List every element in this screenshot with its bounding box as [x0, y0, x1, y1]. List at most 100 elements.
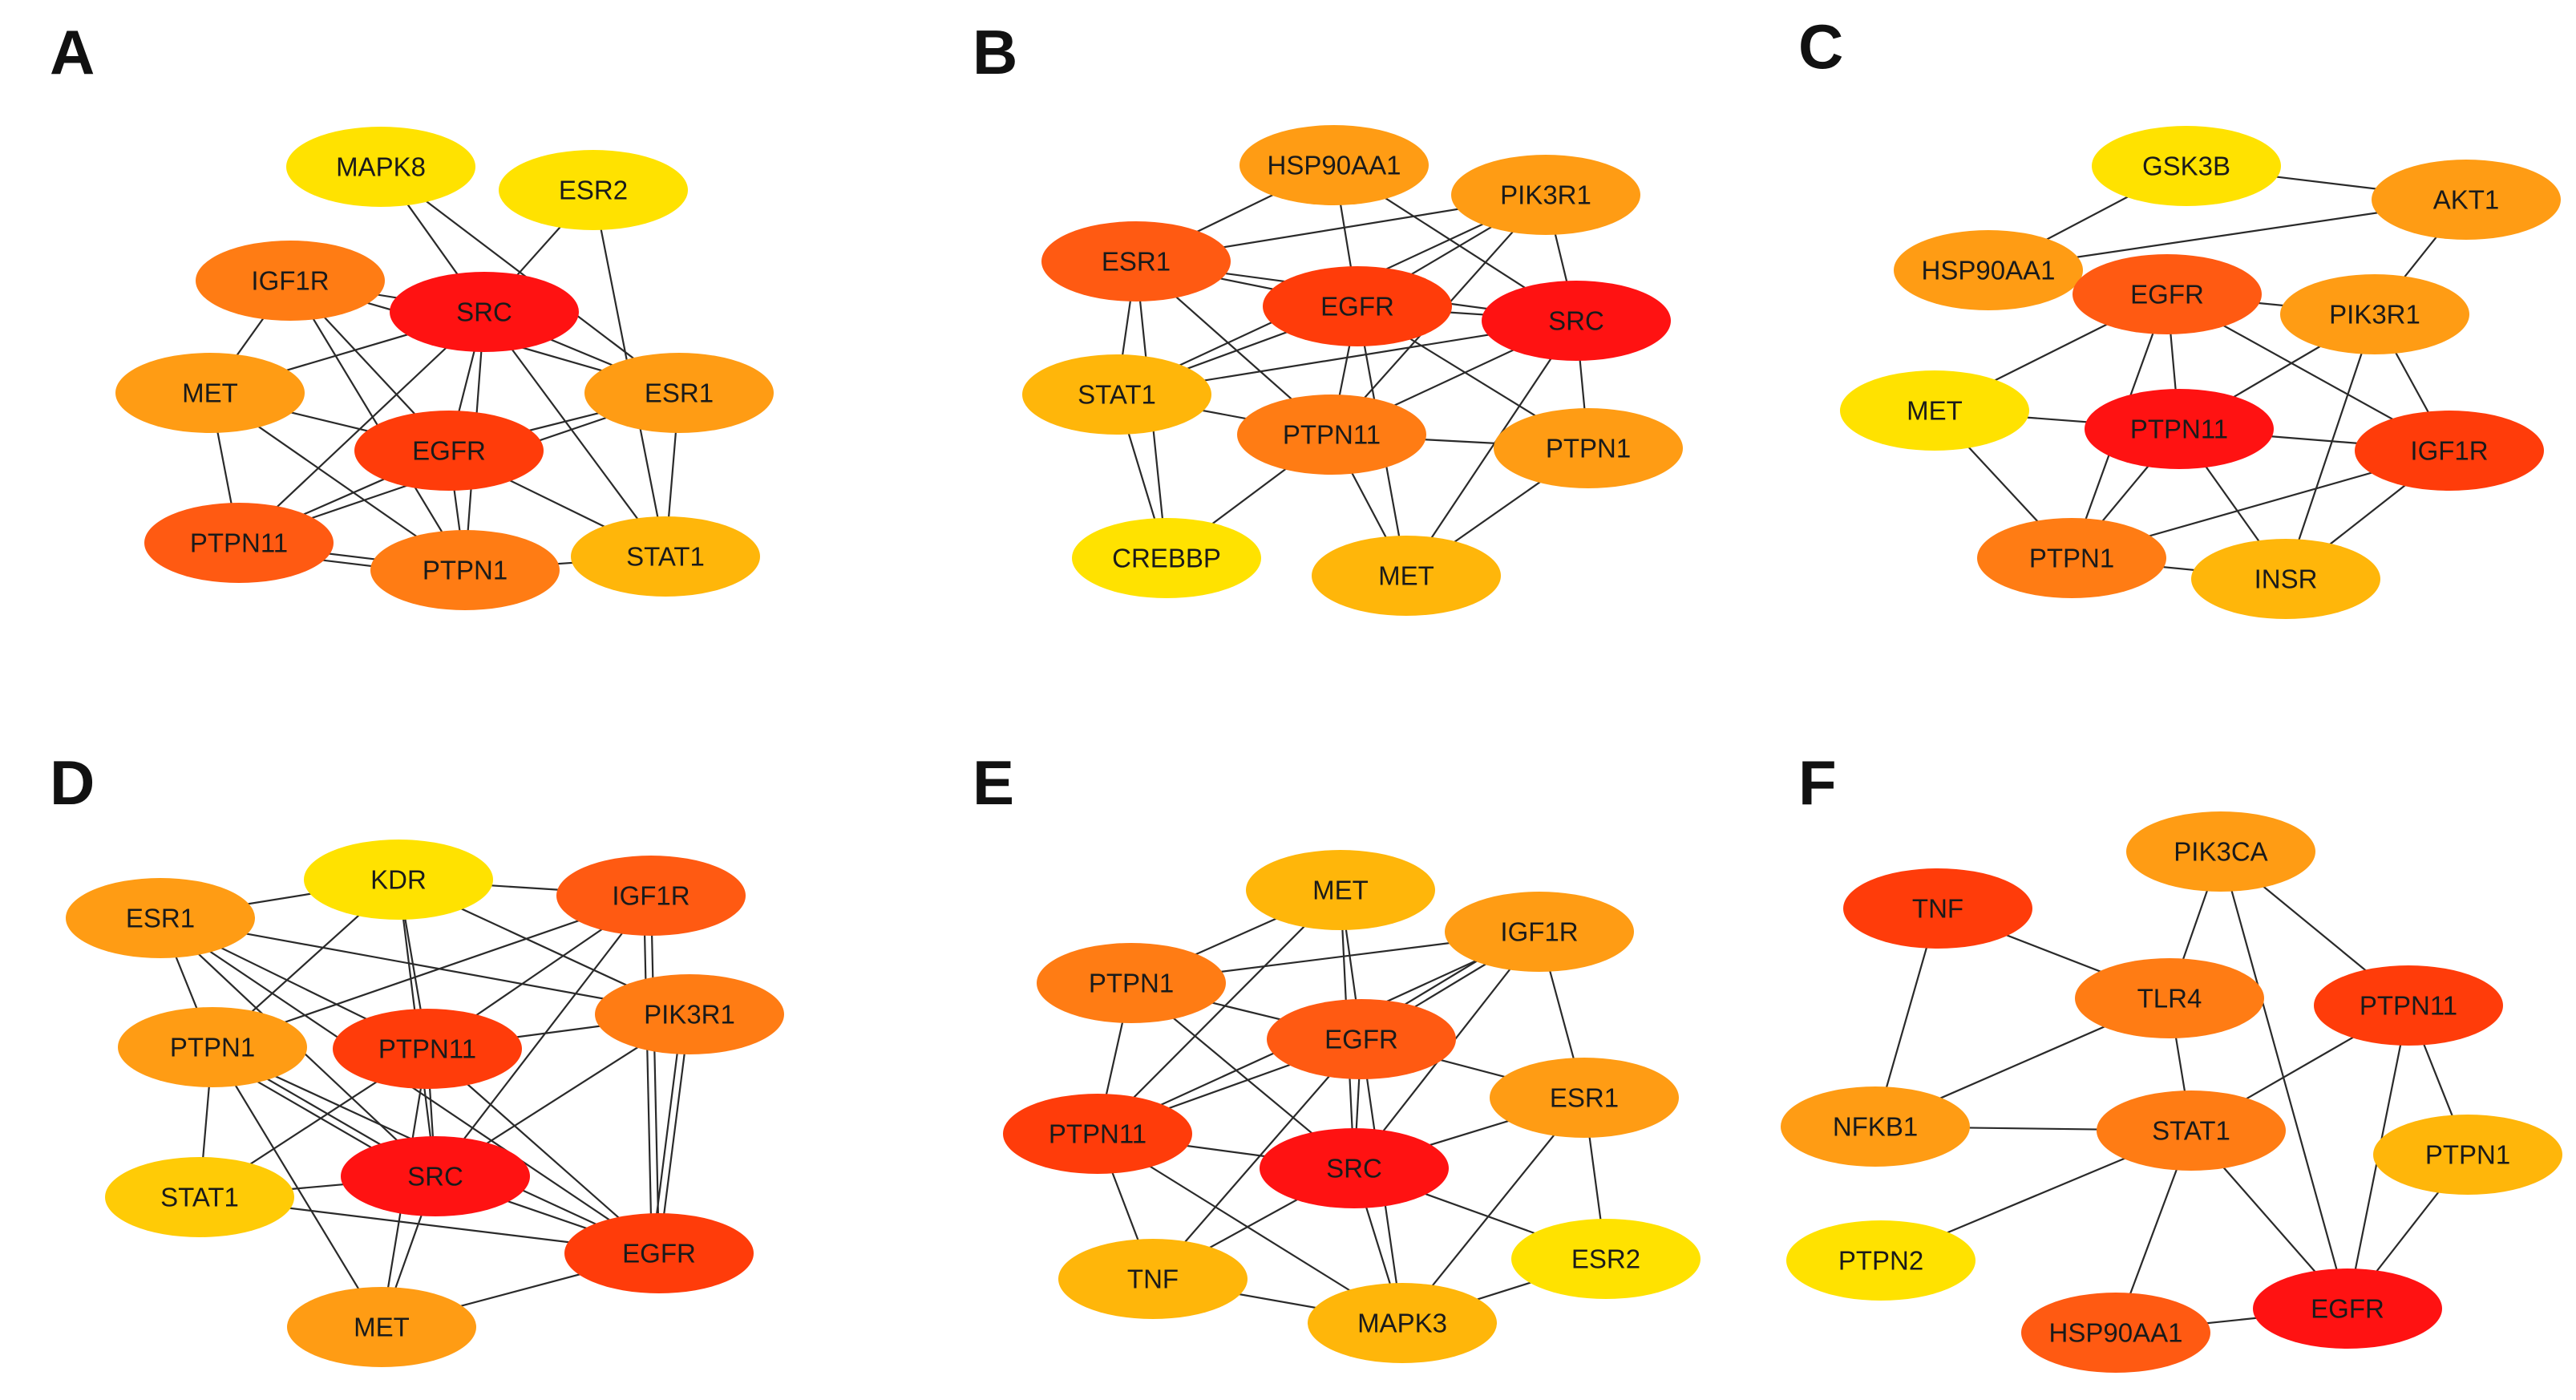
node-ellipse	[564, 1213, 754, 1293]
node-label: EGFR	[2130, 280, 2204, 310]
node-ptpn1: PTPN1	[118, 1007, 307, 1087]
node-akt1: AKT1	[2372, 160, 2561, 240]
node-label: SRC	[407, 1162, 463, 1192]
node-label: HSP90AA1	[1922, 256, 2056, 285]
node-ellipse	[2085, 389, 2274, 469]
node-label: STAT1	[160, 1183, 239, 1212]
node-pik3r1: PIK3R1	[595, 974, 784, 1054]
node-esr2: ESR2	[499, 150, 688, 230]
node-ellipse	[1003, 1094, 1192, 1174]
node-egfr: EGFR	[564, 1213, 754, 1293]
node-ellipse	[1308, 1283, 1497, 1363]
node-crebbp: CREBBP	[1072, 518, 1261, 598]
node-ellipse	[571, 516, 760, 597]
node-label: PTPN1	[1089, 969, 1174, 998]
node-label: PTPN11	[1283, 420, 1381, 450]
node-ellipse	[1843, 868, 2032, 949]
node-ellipse	[584, 353, 774, 433]
node-met: MET	[115, 353, 305, 433]
node-label: TNF	[1127, 1264, 1179, 1294]
node-ellipse	[1977, 518, 2166, 598]
node-ellipse	[2280, 274, 2469, 354]
node-igf1r: IGF1R	[556, 856, 746, 936]
node-ellipse	[1037, 943, 1226, 1023]
node-label: PTPN1	[2425, 1140, 2510, 1170]
node-src: SRC	[1482, 281, 1671, 361]
node-ellipse	[2073, 254, 2262, 334]
node-hsp90aa1: HSP90AA1	[2021, 1293, 2210, 1373]
node-label: EGFR	[1320, 292, 1394, 322]
node-ellipse	[1263, 266, 1452, 346]
node-stat1: STAT1	[105, 1157, 294, 1237]
node-ellipse	[1058, 1239, 1248, 1319]
node-stat1: STAT1	[571, 516, 760, 597]
node-label: CREBBP	[1112, 544, 1221, 573]
node-ellipse	[1494, 408, 1683, 488]
node-ellipse	[2021, 1293, 2210, 1373]
node-ellipse	[1482, 281, 1671, 361]
node-ellipse	[1312, 536, 1501, 616]
node-label: ESR2	[559, 176, 628, 205]
node-kdr: KDR	[304, 840, 493, 920]
node-egfr: EGFR	[1267, 999, 1456, 1079]
edge-src-stat1	[483, 311, 666, 557]
node-label: PTPN1	[1546, 434, 1631, 463]
edge-igf1r-egfr	[642, 896, 653, 1254]
node-ellipse	[1445, 892, 1634, 972]
node-esr1: ESR1	[1490, 1058, 1679, 1138]
edge-esr1-pik3r1	[160, 916, 690, 1016]
node-label: PIK3R1	[1500, 180, 1591, 210]
node-mapk3: MAPK3	[1308, 1283, 1497, 1363]
node-esr1: ESR1	[584, 353, 774, 433]
edge-pik3r1-insr	[2284, 314, 2376, 580]
node-ellipse	[1267, 999, 1456, 1079]
node-label: PIK3CA	[2174, 837, 2267, 867]
node-tnf: TNF	[1058, 1239, 1248, 1319]
node-label: EGFR	[412, 436, 486, 466]
node-label: PTPN11	[190, 528, 288, 558]
node-src: SRC	[1260, 1128, 1449, 1208]
node-label: TNF	[1912, 894, 1963, 924]
node-ellipse	[196, 241, 385, 321]
node-label: HSP90AA1	[2049, 1318, 2183, 1348]
node-ellipse	[2253, 1268, 2442, 1349]
node-ellipse	[1781, 1086, 1970, 1167]
edge-met-ptpn11	[1097, 889, 1341, 1135]
node-label: PTPN11	[2130, 415, 2228, 444]
node-igf1r: IGF1R	[2355, 411, 2544, 491]
edge-pik3ca-egfr	[2219, 851, 2349, 1309]
node-label: HSP90AA1	[1268, 151, 1401, 180]
node-stat1: STAT1	[1022, 354, 1211, 435]
node-label: MET	[354, 1313, 410, 1342]
node-label: MET	[1378, 561, 1434, 591]
node-ptpn11: PTPN11	[1237, 395, 1426, 475]
node-pik3ca: PIK3CA	[2126, 811, 2315, 892]
node-ellipse	[2372, 160, 2561, 240]
node-ptpn1: PTPN1	[370, 530, 560, 610]
node-hsp90aa1: HSP90AA1	[1239, 125, 1429, 205]
node-esr1: ESR1	[1041, 221, 1231, 301]
node-label: SRC	[456, 297, 512, 327]
node-ellipse	[341, 1136, 530, 1216]
edge-ptpn1-met	[212, 1046, 382, 1328]
panel-letter: A	[50, 17, 95, 87]
node-label: IGF1R	[251, 266, 329, 296]
node-label: MAPK8	[336, 152, 426, 182]
node-ellipse	[304, 840, 493, 920]
node-ellipse	[105, 1157, 294, 1237]
node-ptpn11: PTPN11	[1003, 1094, 1192, 1174]
node-esr1: ESR1	[66, 878, 255, 958]
node-label: ESR1	[645, 378, 714, 408]
node-ptpn1: PTPN1	[1977, 518, 2166, 598]
node-ptpn11: PTPN11	[333, 1009, 522, 1089]
node-label: SRC	[1548, 306, 1604, 336]
node-egfr: EGFR	[2073, 254, 2262, 334]
node-label: ESR1	[126, 904, 195, 933]
node-ellipse	[354, 411, 544, 491]
node-ellipse	[115, 353, 305, 433]
node-ellipse	[1894, 230, 2083, 310]
node-label: PTPN11	[1049, 1119, 1146, 1149]
node-ellipse	[2126, 811, 2315, 892]
